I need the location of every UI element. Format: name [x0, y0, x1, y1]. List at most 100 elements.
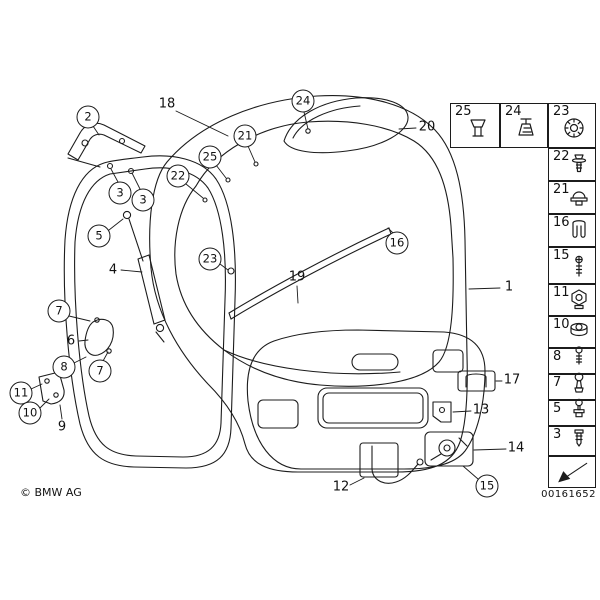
leader-line-3 [110, 168, 119, 183]
buffer-pin-icon [566, 396, 592, 422]
legend-label-15: 15 [553, 248, 570, 263]
callout-8[interactable]: 8 [52, 355, 76, 379]
callout-1[interactable]: 1 [504, 279, 514, 295]
mount-bracket [38, 371, 65, 405]
leader-line-24 [303, 111, 309, 130]
legend-label-23: 23 [553, 104, 570, 119]
legend-label-11: 11 [553, 285, 570, 300]
leader-line-25 [215, 164, 227, 179]
callout-7[interactable]: 7 [47, 299, 71, 323]
clip-icon [465, 115, 491, 141]
callout-12[interactable]: 12 [332, 479, 350, 495]
callout-13[interactable]: 13 [472, 402, 490, 418]
callout-21[interactable]: 21 [233, 124, 257, 148]
legend-cell-7[interactable]: 7 [548, 372, 596, 400]
rivet-icon [513, 115, 539, 141]
legend-cell-21[interactable]: 21 [548, 181, 596, 214]
legend-cell-8[interactable]: 8 [548, 346, 596, 374]
legend-label-7: 7 [553, 375, 562, 390]
legend-label-5: 5 [553, 401, 562, 416]
gas-strut [122, 210, 166, 343]
flange-nut-icon [566, 318, 592, 344]
callout-14[interactable]: 14 [507, 440, 525, 456]
leader-line-4 [120, 269, 143, 273]
callout-6[interactable]: 6 [66, 333, 76, 349]
copyright-notice: © BMW AG [20, 486, 82, 499]
callout-5[interactable]: 5 [87, 224, 111, 248]
leader-line-5 [108, 218, 124, 231]
lock-bracket [432, 401, 452, 423]
diagram-number: 00161652 [541, 489, 596, 500]
leader-line-9 [59, 404, 63, 420]
spoiler [283, 97, 409, 154]
callout-24[interactable]: 24 [291, 89, 315, 113]
callout-25[interactable]: 25 [198, 145, 222, 169]
callout-10[interactable]: 10 [18, 401, 42, 425]
callout-20[interactable]: 20 [418, 119, 436, 135]
leader-line-2 [92, 125, 100, 136]
hinge [67, 122, 146, 175]
legend-label-22: 22 [553, 149, 570, 164]
tailgate-frame [149, 95, 468, 473]
leader-line-1 [468, 287, 501, 290]
leader-line-12 [349, 477, 365, 486]
legend-label-24: 24 [505, 104, 522, 119]
leader-line-3 [131, 172, 141, 190]
legend-cell-11[interactable]: 11 [548, 284, 596, 316]
grommet-icon [561, 115, 587, 141]
callout-17[interactable]: 17 [503, 372, 521, 388]
callout-15[interactable]: 15 [475, 474, 499, 498]
long-screw-icon [566, 254, 592, 280]
legend-label-3: 3 [553, 427, 562, 442]
leader-line-22 [185, 183, 204, 199]
callout-23[interactable]: 23 [198, 247, 222, 271]
callout-3[interactable]: 3 [108, 181, 132, 205]
leader-line-23 [219, 263, 229, 271]
leader-line-21 [247, 145, 256, 163]
trunk-lock [424, 431, 474, 467]
screw-washer-icon [566, 151, 592, 177]
leader-line-20 [398, 127, 417, 130]
callout-4[interactable]: 4 [108, 262, 118, 278]
leader-line-18 [175, 110, 229, 137]
legend-cell-16[interactable]: 16 [548, 214, 596, 247]
legend-label-16: 16 [553, 215, 570, 230]
handle-slot [351, 353, 399, 371]
aperture-seal [63, 155, 236, 469]
legend-label-8: 8 [553, 349, 562, 364]
travel-direction-cell[interactable] [548, 456, 596, 488]
callout-22[interactable]: 22 [166, 164, 190, 188]
direction-arrow-icon [552, 459, 592, 485]
legend-cell-24[interactable]: 24 [500, 103, 548, 148]
callout-18[interactable]: 18 [158, 96, 176, 112]
legend-label-21: 21 [553, 182, 570, 197]
leader-line-7 [68, 315, 91, 322]
leader-lines [30, 110, 507, 486]
callout-9[interactable]: 9 [57, 419, 67, 435]
leader-line-8 [73, 356, 87, 364]
callout-3[interactable]: 3 [131, 188, 155, 212]
leader-line-15 [462, 465, 479, 480]
legend-cell-23[interactable]: 23 [548, 103, 596, 148]
callout-7[interactable]: 7 [88, 359, 112, 383]
leader-line-19 [296, 285, 299, 304]
callout-16[interactable]: 16 [385, 231, 409, 255]
lock-striker [457, 370, 496, 392]
legend-cell-25[interactable]: 25 [450, 103, 500, 148]
legend-cell-5[interactable]: 5 [548, 398, 596, 426]
screw-icon [566, 344, 592, 370]
legend-cell-15[interactable]: 15 [548, 247, 596, 284]
legend-cell-10[interactable]: 10 [548, 316, 596, 348]
side-trim-piece [84, 317, 114, 356]
license-plate-recess [317, 387, 429, 429]
legend-cell-3[interactable]: 3 [548, 426, 596, 456]
leader-line-10 [39, 398, 50, 409]
leader-line-13 [452, 410, 472, 413]
legend-cell-22[interactable]: 22 [548, 148, 596, 181]
callout-2[interactable]: 2 [76, 105, 100, 129]
leader-line-11 [30, 383, 43, 390]
hex-nut-icon [566, 286, 592, 312]
callout-19[interactable]: 19 [288, 269, 306, 285]
